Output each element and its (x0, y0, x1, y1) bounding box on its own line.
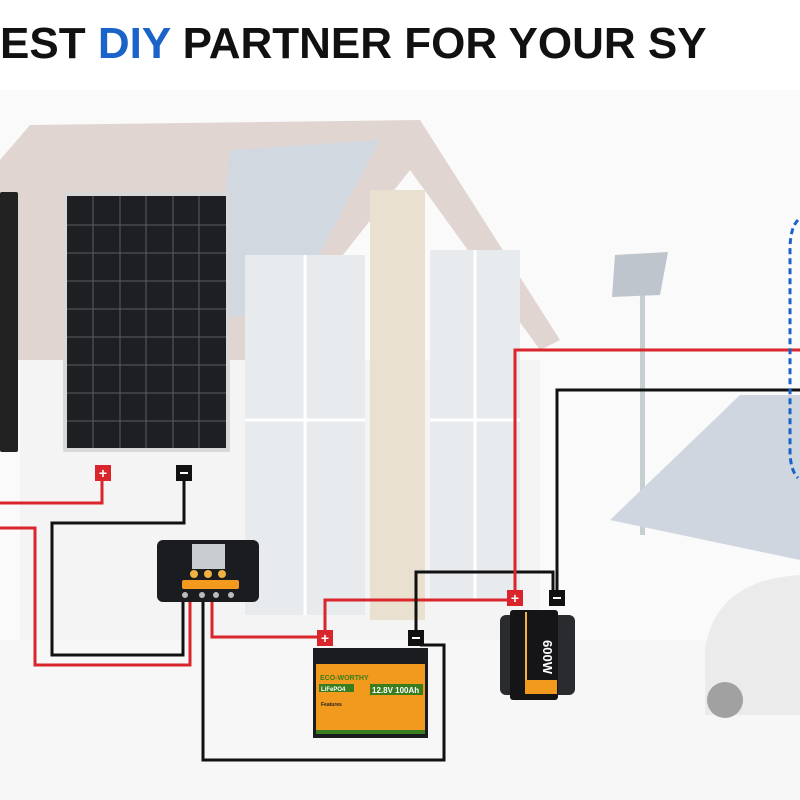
wires (0, 218, 800, 762)
positive-wire-left (0, 526, 192, 667)
dashed-arrow (788, 218, 800, 480)
battery: ECO-WORTHY LiFePO4 12.8V 100Ah Features (313, 648, 428, 738)
battery-chemistry: LiFePO4 (321, 687, 346, 693)
negative-terminal-icon (176, 465, 192, 481)
positive-wire-controller-battery (210, 600, 325, 639)
inverter-power-label: 600W (540, 640, 555, 675)
positive-terminal-icon: + (317, 630, 333, 646)
inverter: 600W (500, 610, 575, 700)
battery-features-heading: Features (321, 702, 342, 708)
battery-brand: ECO-WORTHY (320, 675, 369, 682)
positive-wire-load (513, 348, 800, 597)
negative-wire-load (555, 388, 800, 597)
negative-wire-panel (50, 480, 186, 657)
positive-terminal-label: + (511, 590, 519, 606)
battery-rating: 12.8V 100Ah (372, 686, 419, 695)
positive-wire-battery-inverter (323, 598, 515, 637)
solar-panel-right (63, 192, 230, 452)
solar-panel-left (0, 192, 18, 452)
positive-terminal-icon: + (507, 590, 523, 606)
title-text: EST (0, 19, 86, 68)
title-text-rest: PARTNER FOR YOUR SY (182, 19, 707, 68)
negative-wire-controller-battery (201, 600, 446, 762)
title-accent: DIY (97, 19, 171, 68)
positive-terminal-label: + (321, 630, 329, 646)
positive-wire-panel (0, 480, 104, 505)
positive-terminal-label: + (99, 465, 107, 481)
page-title: EST DIY PARTNER FOR YOUR SY (0, 14, 800, 74)
negative-terminal-icon (408, 630, 424, 646)
negative-terminal-icon (549, 590, 565, 606)
negative-wire-battery-inverter (414, 570, 555, 637)
charge-controller (157, 540, 259, 602)
positive-terminal-icon: + (95, 465, 111, 481)
